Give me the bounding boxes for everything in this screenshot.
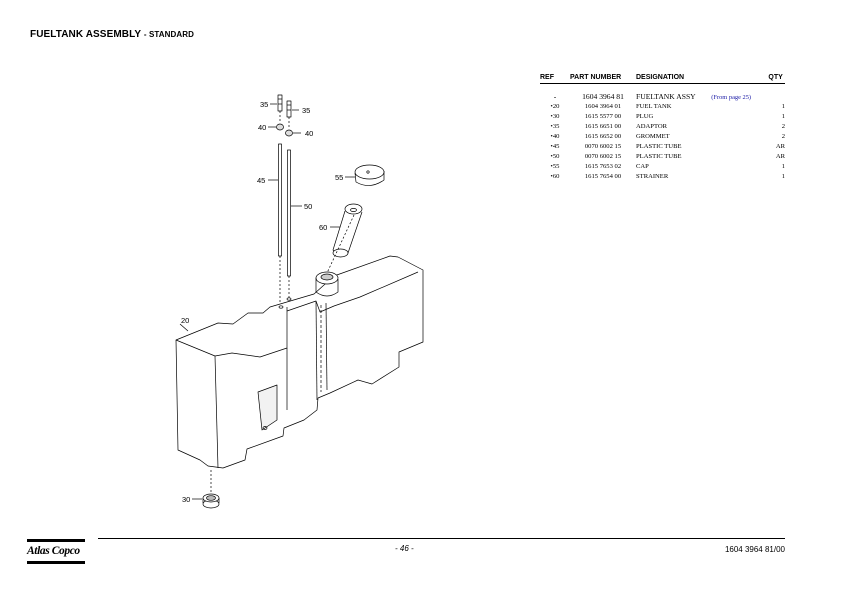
row-designation: FUEL TANK — [636, 102, 672, 110]
title-main: FUELTANK ASSEMBLY — [30, 29, 141, 40]
row-ref: •45 — [550, 142, 560, 150]
atlas-copco-logo: Atlas Copco — [27, 539, 87, 567]
logo-wordmark: Atlas Copco — [27, 545, 80, 557]
row-designation: CAP — [636, 162, 649, 170]
row-qty: 1 — [781, 162, 785, 170]
parts-header-row: REF PART NUMBER DESIGNATION QTY — [540, 74, 785, 84]
row-qty: 1 — [781, 112, 785, 120]
table-row: •40 1615 6652 00 GROMMET 2 — [540, 131, 785, 141]
page-reference-link[interactable]: (From page 25) — [711, 93, 752, 101]
assembly-designation: FUELTANK ASSY (From page 25) — [636, 84, 768, 102]
adaptor-35-right — [286, 100, 292, 118]
row-part-number: 0070 6002 15 — [584, 142, 622, 150]
row-ref: •50 — [550, 152, 560, 160]
col-qty-header: QTY — [768, 74, 785, 84]
row-qty: AR — [775, 152, 785, 160]
row-part-number: 1615 7654 00 — [584, 172, 622, 180]
plug-30 — [202, 493, 220, 509]
row-part-number: 1604 3964 01 — [584, 102, 622, 110]
row-ref: •55 — [550, 162, 560, 170]
table-row: •55 1615 7653 02 CAP 1 — [540, 161, 785, 171]
page-title: FUELTANK ASSEMBLY - STANDARD — [30, 29, 194, 40]
adaptor-35-left — [277, 94, 283, 112]
page-number: - 46 - — [395, 544, 414, 553]
callout-35-left: 35 — [260, 100, 268, 109]
strainer-60 — [332, 203, 363, 258]
row-ref: •35 — [550, 122, 560, 130]
table-row: •35 1615 6651 00 ADAPTOR 2 — [540, 121, 785, 131]
assembly-ref: - — [553, 91, 557, 101]
assembly-qty — [768, 84, 785, 102]
row-designation: GROMMET — [636, 132, 670, 140]
callout-40-left: 40 — [258, 123, 266, 132]
table-row: •30 1615 5577 00 PLUG 1 — [540, 111, 785, 121]
callout-40-right: 40 — [305, 129, 313, 138]
plastic-tube-45 — [278, 143, 282, 257]
row-part-number: 1615 6651 00 — [584, 122, 622, 130]
row-qty: AR — [775, 142, 785, 150]
parts-list: REF PART NUMBER DESIGNATION QTY - 1604 3… — [540, 74, 785, 181]
callout-50: 50 — [304, 202, 312, 211]
fuel-tank-20 — [175, 255, 424, 469]
callout-20: 20 — [181, 316, 189, 325]
callout-55: 55 — [335, 173, 343, 182]
row-ref: •60 — [550, 172, 560, 180]
grommet-40-right — [285, 129, 293, 137]
plastic-tube-50 — [287, 149, 291, 277]
title-subtitle: - STANDARD — [143, 30, 195, 39]
callout-35-right: 35 — [302, 106, 310, 115]
row-part-number: 1615 5577 00 — [584, 112, 622, 120]
row-part-number: 0070 6002 15 — [584, 152, 622, 160]
row-qty: 2 — [781, 122, 785, 130]
assembly-part: 1604 3964 81 — [582, 91, 624, 101]
callout-30: 30 — [182, 495, 190, 504]
row-qty: 1 — [781, 172, 785, 180]
assembly-row: - 1604 3964 81 FUELTANK ASSY (From page … — [540, 84, 785, 102]
row-qty: 1 — [781, 102, 785, 110]
row-ref: •40 — [550, 132, 560, 140]
row-ref: •20 — [550, 102, 560, 110]
logo-bar-bottom — [27, 561, 85, 564]
row-designation: ADAPTOR — [636, 122, 668, 130]
callout-45: 45 — [257, 176, 265, 185]
assembly-designation-text: FUELTANK ASSY — [636, 91, 696, 101]
table-row: •45 0070 6002 15 PLASTIC TUBE AR — [540, 141, 785, 151]
row-designation: PLASTIC TUBE — [636, 142, 682, 150]
grommet-40-left — [276, 123, 284, 131]
col-ref-header: REF — [540, 74, 570, 84]
footer-rule — [98, 538, 785, 539]
row-designation: PLASTIC TUBE — [636, 152, 682, 160]
row-ref: •30 — [550, 112, 560, 120]
row-designation: STRAINER — [636, 172, 669, 180]
row-designation: PLUG — [636, 112, 654, 120]
table-row: •20 1604 3964 01 FUEL TANK 1 — [540, 101, 785, 111]
logo-bar-top — [27, 539, 85, 542]
row-part-number: 1615 7653 02 — [584, 162, 622, 170]
row-qty: 2 — [781, 132, 785, 140]
callout-60: 60 — [319, 223, 327, 232]
row-part-number: 1615 6652 00 — [584, 132, 622, 140]
table-row: •50 0070 6002 15 PLASTIC TUBE AR — [540, 151, 785, 161]
col-designation-header: DESIGNATION — [636, 74, 769, 84]
col-part-header: PART NUMBER — [570, 74, 636, 84]
document-number: 1604 3964 81/00 — [724, 545, 785, 554]
cap-55 — [354, 164, 385, 186]
table-row: •60 1615 7654 00 STRAINER 1 — [540, 171, 785, 181]
